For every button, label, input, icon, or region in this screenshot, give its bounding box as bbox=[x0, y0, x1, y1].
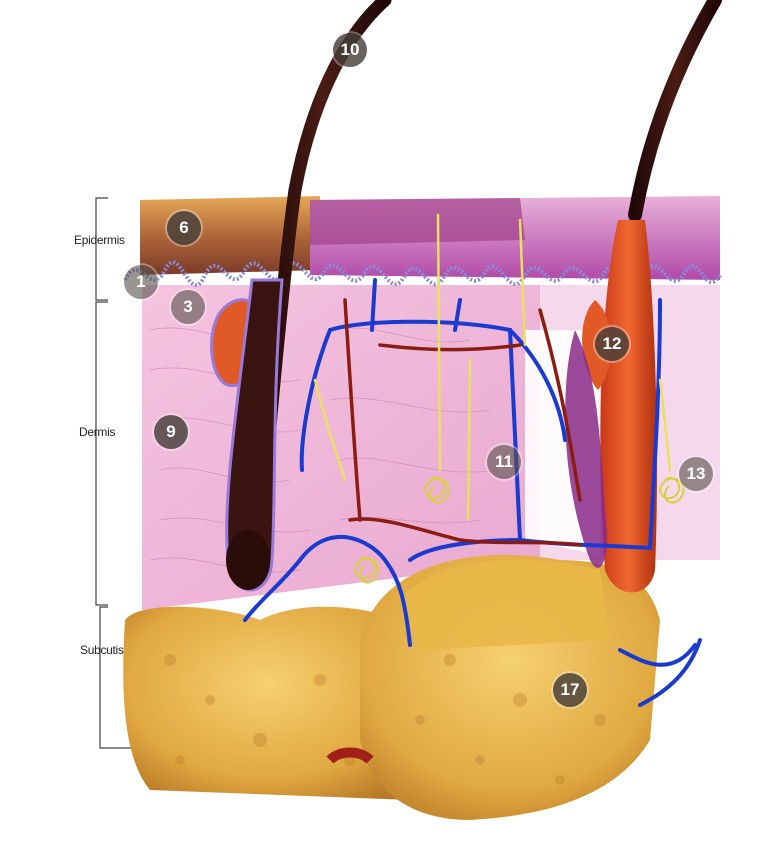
basement-membrane bbox=[123, 260, 722, 287]
layer-bracket bbox=[95, 197, 135, 749]
arteries bbox=[343, 298, 582, 547]
marker-6[interactable]: 6 bbox=[167, 211, 201, 245]
marker-1[interactable]: 1 bbox=[124, 265, 158, 299]
hair-follicle-left bbox=[225, 278, 284, 592]
marker-10[interactable]: 10 bbox=[333, 33, 367, 67]
hair-shaft-right bbox=[628, 0, 722, 222]
marker-17[interactable]: 17 bbox=[553, 673, 587, 707]
veins bbox=[243, 278, 702, 707]
marker-11[interactable]: 11 bbox=[487, 445, 521, 479]
sweat-glands bbox=[354, 477, 685, 584]
arrector-pili-muscle bbox=[600, 220, 657, 593]
label-subcutis: Subcutis bbox=[80, 643, 124, 657]
nerves bbox=[313, 213, 672, 522]
marker-3[interactable]: 3 bbox=[171, 290, 205, 324]
label-epidermis: Epidermis bbox=[74, 233, 125, 247]
marker-13[interactable]: 13 bbox=[679, 457, 713, 491]
label-dermis: Dermis bbox=[79, 425, 116, 439]
marker-9[interactable]: 9 bbox=[154, 415, 188, 449]
marker-12[interactable]: 12 bbox=[595, 327, 629, 361]
